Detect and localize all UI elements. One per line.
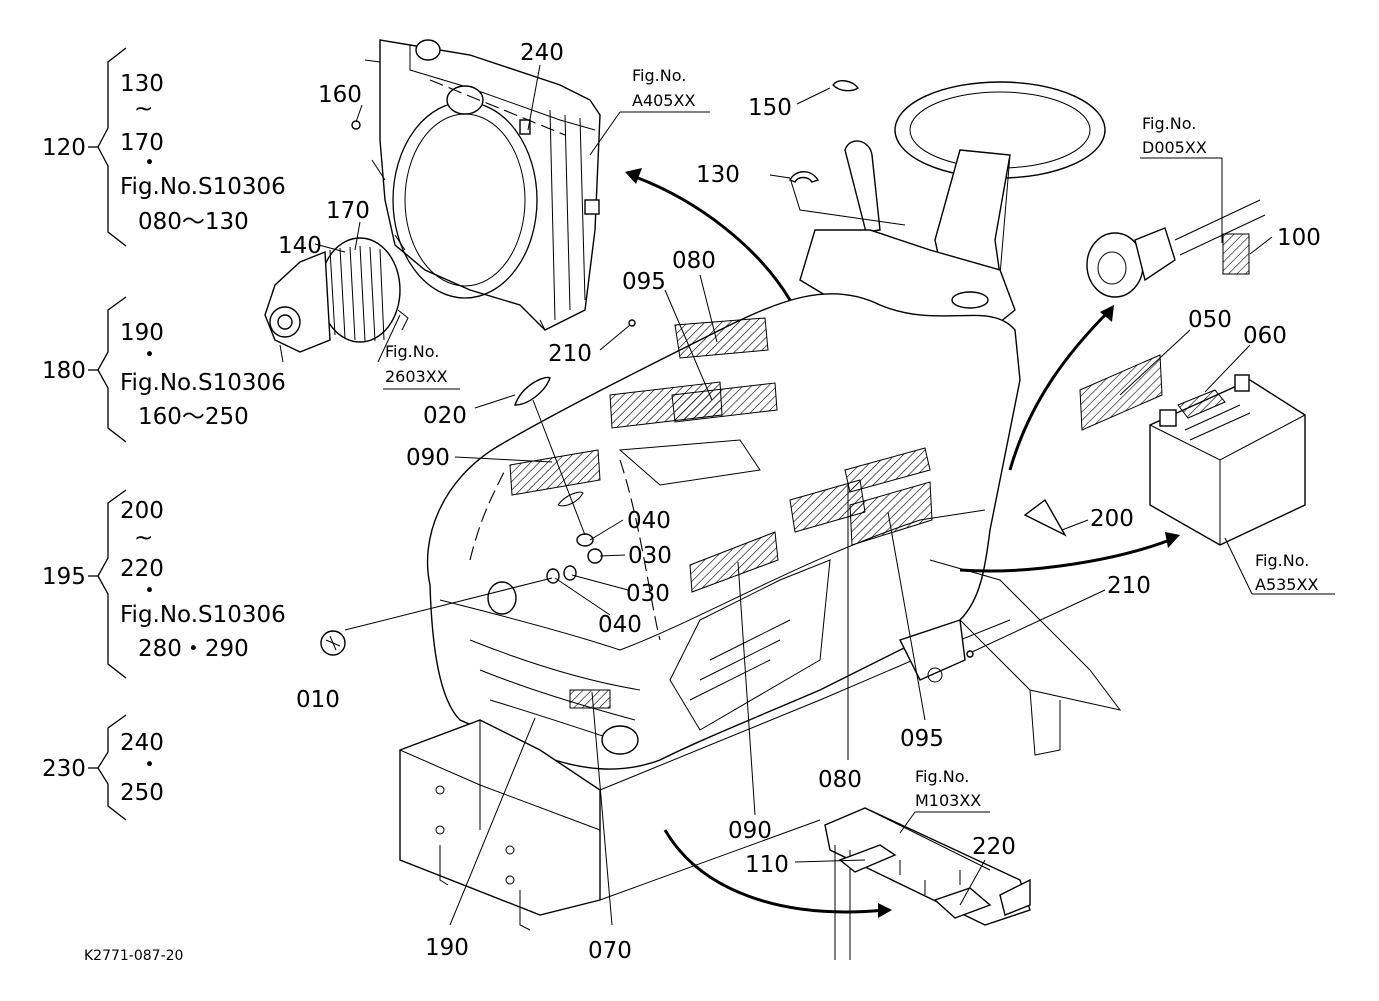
part-label-240: 240 [520, 40, 564, 66]
group-180: 180 190 ・ Fig.No.S10306 160～250 [42, 296, 286, 443]
part-label-060: 060 [1243, 323, 1287, 349]
part-label-210: 210 [1107, 573, 1151, 599]
group-180-line: 160～250 [138, 404, 249, 430]
fig-ref-title: Fig.No. [385, 342, 439, 361]
hardware-parts [320, 80, 1067, 658]
battery-illustration [1149, 374, 1306, 546]
group-195: 195 200 ~ 220 ・ Fig.No.S10306 280・290 [42, 489, 286, 679]
key-switch-illustration [1086, 199, 1266, 298]
fig-ref-title: Fig.No. [632, 66, 686, 85]
fig-ref-2603: Fig.No. 2603XX [385, 342, 448, 386]
group-120-line: 080～130 [138, 209, 249, 235]
part-label-090: 090 [406, 445, 450, 471]
group-230: 230 240 ・ 250 [42, 714, 164, 821]
part-label-150: 150 [748, 95, 792, 121]
part-label-210: 210 [548, 341, 592, 367]
hood-illustration [426, 293, 1122, 770]
part-label-220: 220 [972, 834, 1016, 860]
fig-ref-a535: Fig.No. A535XX [1255, 551, 1318, 594]
part-label-040: 040 [598, 612, 642, 638]
part-label-200: 200 [1090, 506, 1134, 532]
fig-ref-title: Fig.No. [915, 767, 969, 786]
fig-ref-code: 2603XX [385, 367, 448, 386]
part-label-050: 050 [1188, 307, 1232, 333]
part-label-095: 095 [622, 269, 666, 295]
group-230-line: 240 [120, 730, 164, 756]
part-label-030: 030 [626, 581, 670, 607]
group-230-line: 250 [120, 780, 164, 806]
part-label-030: 030 [628, 543, 672, 569]
part-label-080: 080 [818, 767, 862, 793]
fig-ref-code: A405XX [632, 91, 695, 110]
part-label-190: 190 [425, 935, 469, 961]
radiator-shroud-illustration [364, 39, 601, 331]
group-180-line: ・ [138, 342, 161, 368]
part-label-095: 095 [900, 726, 944, 752]
fig-ref-code: A535XX [1255, 575, 1318, 594]
part-label-170: 170 [326, 198, 370, 224]
fig-ref-title: Fig.No. [1142, 114, 1196, 133]
part-label-040: 040 [627, 508, 671, 534]
diagram-code: K2771-087-20 [84, 948, 183, 964]
steering-illustration [799, 81, 1106, 336]
air-cleaner-illustration [264, 237, 409, 363]
group-230-line: ・ [138, 752, 161, 778]
part-label-010: 010 [296, 687, 340, 713]
part-labels: 240 160 170 140 150 130 100 080 095 210 … [278, 40, 1321, 964]
group-120-line: 130 [120, 71, 164, 97]
reference-arrows [625, 168, 1180, 918]
part-label-130: 130 [696, 162, 740, 188]
group-230-id: 230 [42, 756, 86, 782]
group-180-id: 180 [42, 358, 86, 384]
part-label-100: 100 [1277, 225, 1321, 251]
fig-ref-m103: Fig.No. M103XX [915, 767, 981, 810]
group-120-line: ~ [134, 96, 153, 122]
leader-lines [314, 64, 1335, 926]
group-195-line: ・ [138, 578, 161, 604]
part-label-080: 080 [672, 248, 716, 274]
group-120-id: 120 [42, 135, 86, 161]
fig-ref-a405: Fig.No. A405XX [632, 66, 695, 110]
part-label-140: 140 [278, 233, 322, 259]
fig-ref-d005: Fig.No. D005XX [1142, 114, 1207, 157]
fig-ref-code: M103XX [915, 791, 981, 810]
group-195-line: 220 [120, 556, 164, 582]
part-label-160: 160 [318, 82, 362, 108]
bracket-detail-illustration [824, 807, 1031, 960]
group-120-line: Fig.No.S10306 [120, 174, 286, 200]
group-120-line: 170 [120, 130, 164, 156]
part-label-110: 110 [745, 852, 789, 878]
part-label-020: 020 [423, 403, 467, 429]
group-120: 120 130 ~ 170 ・ Fig.No.S10306 080～130 [42, 47, 286, 247]
group-180-line: Fig.No.S10306 [120, 370, 286, 396]
group-195-line: Fig.No.S10306 [120, 602, 286, 628]
fig-ref-title: Fig.No. [1255, 551, 1309, 570]
group-180-line: 190 [120, 320, 164, 346]
fig-ref-code: D005XX [1142, 138, 1207, 157]
frame-illustration [399, 619, 1061, 931]
group-195-line: 200 [120, 498, 164, 524]
group-195-line: ~ [134, 525, 153, 551]
part-label-090: 090 [728, 818, 772, 844]
group-120-line: ・ [138, 150, 161, 176]
decals [509, 233, 1250, 709]
group-195-line: 280・290 [138, 636, 249, 662]
group-195-id: 195 [42, 564, 86, 590]
part-label-070: 070 [588, 938, 632, 964]
